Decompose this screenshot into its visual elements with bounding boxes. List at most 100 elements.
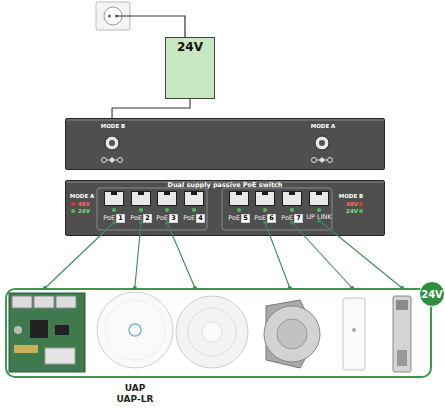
wire-end-dot (350, 286, 354, 290)
port-socket (157, 191, 177, 206)
sector-antenna (264, 300, 320, 368)
port-notch (262, 192, 268, 195)
panel-label: 48V (341, 201, 358, 207)
port-led (192, 208, 196, 212)
device-group: 24V (5, 288, 432, 378)
panel-title: Dual supply passive PoE switch (66, 182, 384, 189)
port-notch (138, 192, 144, 195)
port-name: PoE (281, 215, 293, 222)
port-label: PoE7 (281, 214, 302, 223)
port-notch (236, 192, 242, 195)
port-name: PoE (130, 215, 142, 222)
panel-label: 24V (341, 208, 358, 214)
wire-end-dot (112, 221, 116, 225)
port-socket (131, 191, 151, 206)
poe-port: PoE5 (226, 191, 252, 223)
dc-jack (102, 136, 123, 163)
port-socket (104, 191, 124, 206)
router-board (9, 293, 85, 372)
port-label: PoE1 (103, 214, 124, 223)
port-led (165, 208, 169, 212)
ceiling-access-point (97, 292, 173, 368)
port-led (290, 208, 294, 212)
switch-back-panel: MODE B MODE A (65, 118, 385, 170)
port-number: 3 (169, 214, 178, 223)
poe-port: PoE7 (279, 191, 305, 223)
poe-port: UP LINK (306, 191, 332, 221)
port-led (263, 208, 267, 212)
port-label: PoE4 (183, 214, 204, 223)
connector-wire (319, 221, 402, 289)
port-led (237, 208, 241, 212)
port-name: PoE (156, 215, 168, 222)
poe-port: PoE3 (154, 191, 180, 223)
wire-end-dot (263, 221, 267, 225)
indicator-led (359, 202, 363, 206)
indicator-led (71, 202, 75, 206)
outdoor-cpe (343, 298, 365, 370)
port-socket (255, 191, 275, 206)
connector-wire (112, 99, 190, 118)
port-number: 4 (196, 214, 205, 223)
port-number: 5 (241, 214, 250, 223)
port-notch (111, 192, 117, 195)
wall-socket (96, 2, 130, 30)
indicator-led (71, 209, 75, 213)
connector-wire (135, 223, 141, 289)
port-label: PoE2 (130, 214, 151, 223)
wire-end-dot (43, 286, 47, 290)
connector-wire (167, 223, 195, 289)
wire-end-dot (193, 286, 197, 290)
port-label: PoE3 (156, 214, 177, 223)
port-socket (184, 191, 204, 206)
port-name: PoE (254, 215, 266, 222)
indicator-led (359, 209, 363, 213)
radio-module (393, 296, 411, 372)
port-name: UP LINK (306, 214, 331, 221)
port-notch (316, 192, 322, 195)
port-group (222, 188, 332, 230)
port-socket (309, 191, 329, 206)
port-notch (289, 192, 295, 195)
dish-antenna (176, 296, 248, 368)
port-led (139, 208, 143, 212)
port-name: PoE (183, 215, 195, 222)
device-label: UAP UAP-LR (115, 383, 155, 405)
connector-wire (265, 223, 290, 289)
voltage-label: 24V (166, 41, 214, 54)
port-label: PoE5 (228, 214, 249, 223)
port-socket (282, 191, 302, 206)
port-socket (229, 191, 249, 206)
port-led (317, 208, 321, 212)
port-notch (164, 192, 170, 195)
port-name: PoE (103, 215, 115, 222)
panel-label: MODE A (308, 123, 338, 129)
port-number: 7 (294, 214, 303, 223)
wire-end-dot (400, 286, 404, 290)
poe-port: PoE2 (128, 191, 154, 223)
panel-label: MODE B (98, 123, 128, 129)
voltage-badge: 24V (419, 281, 445, 307)
power-supply: 24V (165, 37, 215, 99)
panel-label: 24V (78, 208, 96, 214)
port-group (97, 188, 207, 230)
wire-end-dot (288, 286, 292, 290)
wire-end-dot (290, 221, 294, 225)
port-label: PoE6 (254, 214, 275, 223)
panel-label: 48V (78, 201, 96, 207)
port-label: UP LINK (306, 214, 331, 221)
wire-end-dot (133, 286, 137, 290)
wire-end-dot (317, 219, 321, 223)
mains-cable (116, 16, 185, 37)
wire-end-dot (139, 221, 143, 225)
port-number: 6 (267, 214, 276, 223)
dc-jack (312, 136, 333, 163)
connector-wire (45, 223, 114, 289)
switch-front-panel: Dual supply passive PoE switchMODE A48V2… (65, 180, 385, 236)
panel-label: MODE A (68, 193, 96, 199)
wire-end-dot (165, 221, 169, 225)
poe-port: PoE6 (252, 191, 278, 223)
port-led (112, 208, 116, 212)
poe-port: PoE4 (181, 191, 207, 223)
